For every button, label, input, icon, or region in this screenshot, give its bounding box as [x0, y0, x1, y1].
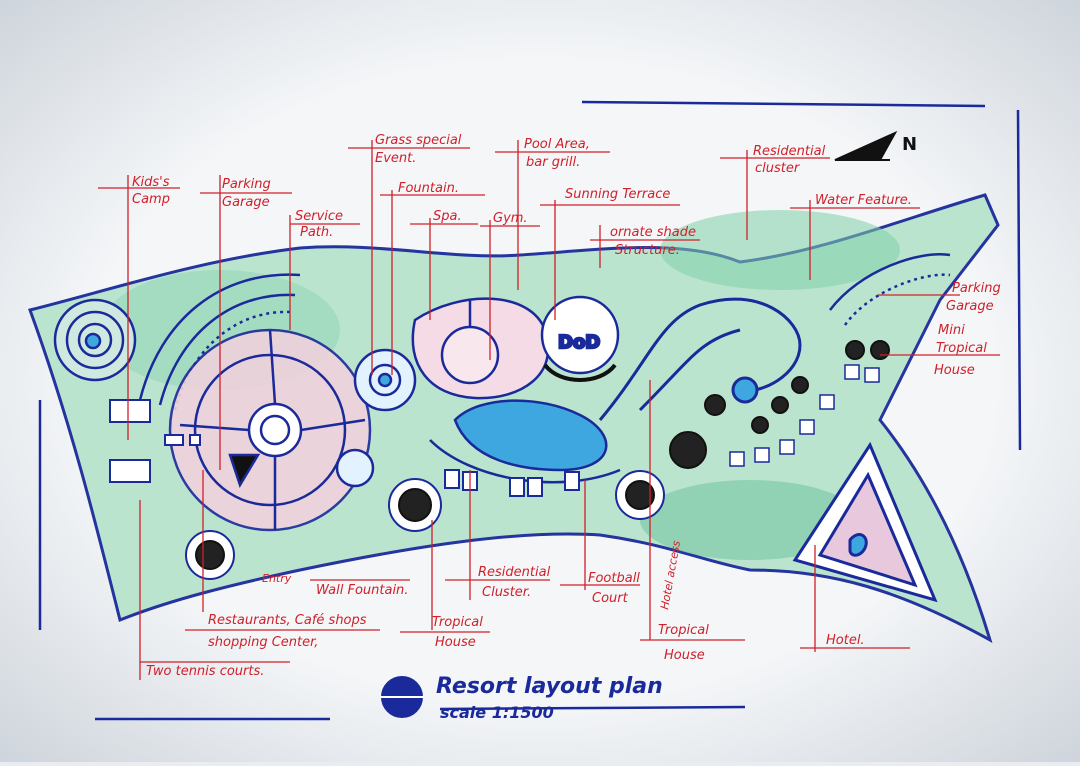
label-tropical-mid-1: Tropical [432, 615, 483, 630]
label-football-court-1: Football [588, 571, 640, 586]
drawing-title: Resort layout plan [436, 674, 663, 699]
label-tennis-courts: Two tennis courts. [146, 664, 264, 679]
label-residential-bottom-2: Cluster. [482, 585, 531, 600]
title-block: Resort layout plan scale 1:1500 [380, 674, 663, 722]
mini-tropical-houses [729, 364, 880, 467]
label-residential-bottom-1: Residential [478, 565, 551, 580]
label-mini-tropical-1: Mini [938, 323, 965, 338]
label-tropical-mid-2: House [435, 635, 476, 650]
label-gym: Gym. [493, 211, 528, 226]
label-parking-right-2: Garage [946, 299, 994, 314]
label-hotel: Hotel. [826, 633, 865, 648]
sheet-frame [38, 100, 1022, 721]
svg-text:DoD: DoD [558, 332, 600, 353]
label-water-feature: Water Feature. [815, 193, 912, 208]
label-grass-special-1: Grass special [375, 133, 462, 148]
label-football-court-2: Court [592, 591, 629, 606]
plan-labels: Kids's Camp Parking Garage Service Path.… [132, 133, 1001, 679]
winding-water-feature [598, 297, 802, 421]
label-ornate-shade-2: Structure. [615, 243, 680, 258]
label-ornate-shade-1: ornate shade [610, 225, 696, 240]
label-service-path-1: Service [295, 209, 343, 224]
spa-gym-cluster [411, 297, 550, 400]
label-pool-area-2: bar grill. [526, 155, 580, 170]
north-label: N [902, 134, 917, 155]
label-tropical-right-2: House [664, 648, 705, 663]
label-grass-special-2: Event. [375, 151, 416, 166]
drawing-scale: scale 1:1500 [440, 703, 554, 722]
hotel-block [792, 441, 938, 603]
label-wall-fountain: Wall Fountain. [316, 583, 408, 598]
right-parking-garage [829, 253, 951, 326]
label-kids-camp-2: Camp [132, 192, 170, 207]
label-mini-tropical-3: House [934, 363, 975, 378]
label-residential-top-2: cluster [755, 161, 801, 176]
label-parking-right-1: Parking [952, 281, 1001, 296]
ornate-shade-structure: DoD [540, 295, 620, 382]
label-entry: Entry [262, 572, 292, 585]
label-parking-left-2: Garage [222, 195, 270, 210]
label-sunning-terrace: Sunning Terrace [565, 187, 670, 202]
entry-pavilions [109, 399, 201, 483]
label-mini-tropical-2: Tropical [936, 341, 987, 356]
label-restaurants-2: shopping Center, [208, 635, 318, 650]
label-pool-area-1: Pool Area, [524, 137, 590, 152]
fountain-feature [335, 348, 417, 488]
north-arrow: N [834, 130, 917, 161]
wheel-plaza [168, 328, 372, 532]
label-residential-top-1: Residential [753, 144, 826, 159]
label-service-path-2: Path. [300, 225, 333, 240]
label-kids-camp-1: Kids's [132, 175, 170, 190]
tree-clusters [185, 340, 890, 580]
label-parking-left-1: Parking [222, 177, 271, 192]
label-spa: Spa. [433, 209, 462, 224]
label-tropical-right-1: Tropical [658, 623, 709, 638]
kids-camp-spiral [53, 298, 137, 382]
label-restaurants-1: Restaurants, Café shops [208, 613, 367, 628]
label-fountain: Fountain. [398, 181, 459, 196]
leader-lines [98, 140, 1000, 680]
residential-cluster-bottom [444, 469, 580, 497]
